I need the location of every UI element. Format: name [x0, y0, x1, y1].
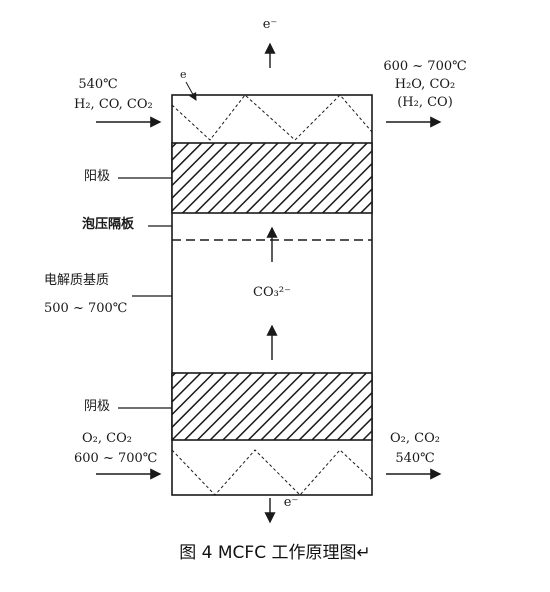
figure-caption: 图 4 MCFC 工作原理图↵: [179, 543, 371, 563]
anode-gas-channel-zigzag: [171, 94, 373, 141]
carbonate-ion-label: CO₃²⁻: [253, 285, 291, 300]
electron-top-label: e⁻: [262, 17, 278, 32]
electrolyte-temp-label: 500 ~ 700℃: [44, 301, 128, 316]
cathode-outlet-gas-label: O₂, CO₂: [390, 431, 440, 446]
cathode-inlet-gas-label: O₂, CO₂: [82, 431, 132, 446]
anode-inlet-gas-label: H₂, CO, CO₂: [74, 97, 153, 112]
electrolyte-label: 电解质基质: [44, 273, 110, 288]
electron-small-label: e: [180, 68, 187, 81]
cathode-label: 阴极: [84, 399, 111, 414]
cathode-inlet-temp-label: 600 ~ 700℃: [74, 451, 158, 466]
cathode-layer: [171, 372, 373, 441]
electron-arrow-small: [185, 81, 197, 101]
electron-bottom-label: e⁻: [283, 495, 299, 510]
cell-frame: [171, 94, 373, 496]
anode-label: 阳极: [84, 169, 111, 184]
anode-layer: [171, 142, 373, 214]
anode-outlet-temp-label: 600 ~ 700℃: [383, 59, 467, 74]
cathode-outlet-temp-label: 540℃: [395, 451, 435, 466]
cathode-gas-channel-zigzag: [171, 449, 373, 496]
anode-outlet-gas-label: H₂O, CO₂: [394, 77, 456, 92]
anode-inlet-temp-label: 540℃: [78, 77, 118, 92]
bubble-barrier-label: 泡压隔板: [82, 217, 135, 232]
anode-outlet-gas2-label: (H₂, CO): [397, 95, 453, 110]
